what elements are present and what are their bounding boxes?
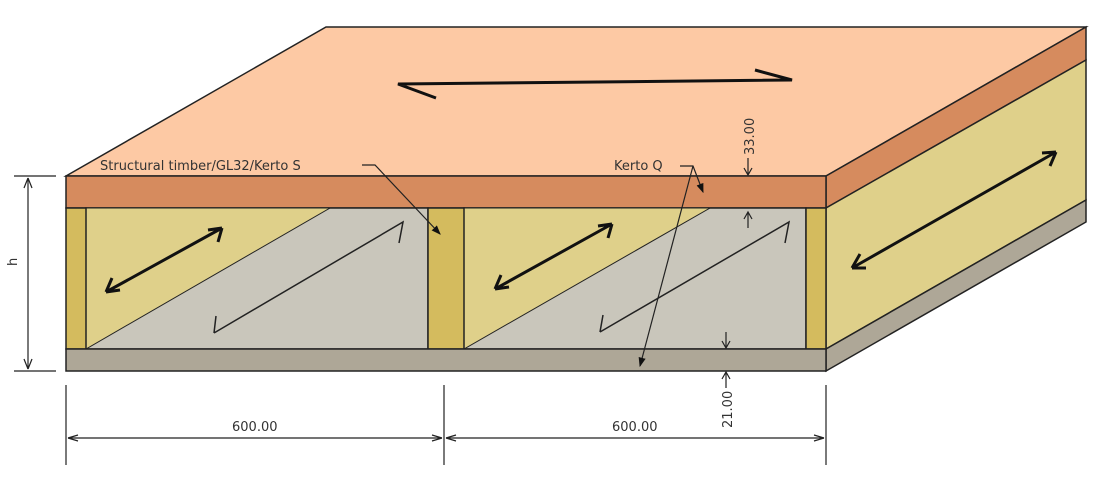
grain-arrow-gray1 <box>213 220 405 334</box>
bottom-slab-front <box>65 348 827 372</box>
stud-right <box>805 207 827 350</box>
leader-kerto-q-bottom <box>638 165 694 368</box>
grain-arrow-gray2 <box>599 220 791 333</box>
grain-arrow-bay2 <box>493 222 614 291</box>
label-structural-timber: Structural timber/GL32/Kerto S <box>100 159 301 174</box>
width-dimension-lines <box>65 385 827 465</box>
grain-arrow-side <box>850 150 1058 270</box>
label-height: h <box>6 258 21 266</box>
grain-arrow-bay1 <box>104 226 224 294</box>
dim-bottom-slab: 21.00 <box>721 391 736 428</box>
top-slab-front <box>65 175 827 209</box>
h-dimension-line <box>14 175 56 372</box>
dim-top-slab: 33.00 <box>743 118 758 155</box>
label-kerto-q: Kerto Q <box>614 159 663 174</box>
top-slab-dim <box>743 158 753 228</box>
leader-structural <box>362 164 441 235</box>
dim-bay-left: 600.00 <box>232 420 278 435</box>
grain-arrow-top <box>397 68 793 100</box>
stud-middle <box>427 207 465 350</box>
stud-left <box>65 207 87 350</box>
dim-bay-right: 600.00 <box>612 420 658 435</box>
bottom-slab-dim <box>721 332 731 388</box>
